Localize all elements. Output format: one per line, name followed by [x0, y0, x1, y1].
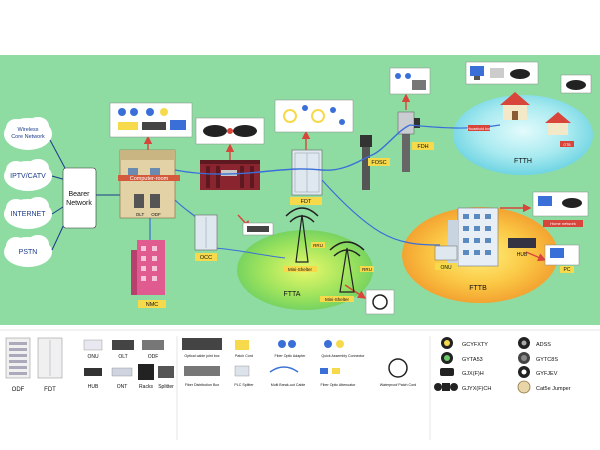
- household-box-bar: [468, 125, 490, 131]
- fosc-label: FOSC: [371, 160, 386, 166]
- fdt-cabinet: FDT: [290, 149, 323, 205]
- legend-gyta53: GYTA53: [462, 357, 483, 363]
- ftta-label: FTTA: [284, 291, 301, 298]
- legend-quick-connector-label: Quick Assembly Connector: [321, 354, 365, 358]
- cloud-wireless-line2: Core Network: [11, 134, 45, 140]
- legend-fdt-label: FDT: [44, 387, 56, 393]
- home-network-devices: Home network: [532, 191, 589, 227]
- legend-gjxh: GJX(F)H: [462, 371, 484, 377]
- pc-device: PC: [544, 244, 580, 273]
- home-network-label: Home network: [550, 221, 576, 226]
- cloud-iptv: IPTV/CATV: [4, 159, 52, 191]
- cloud-internet-label: INTERNET: [11, 211, 47, 218]
- ftth-house-2: [545, 112, 571, 135]
- legend-gytc8s: GYTC8S: [536, 357, 558, 363]
- occ-accessory: [242, 222, 274, 236]
- accessory-panel-3: [274, 99, 354, 133]
- cloud-internet: INTERNET: [4, 197, 52, 229]
- legend-cat5e: Cat5e Jumper: [536, 386, 571, 392]
- legend-equipment: ODF FDT ONU OLT ODF HUB ONT Racks Splitt…: [5, 337, 174, 393]
- fdt-label: FDT: [301, 199, 312, 205]
- legend-dist-box-label: Fiber Distribution Box: [185, 383, 220, 387]
- accessory-panel-1: [109, 102, 193, 138]
- legend-odf-label: ODF: [12, 387, 25, 393]
- cloud-links: [49, 139, 120, 251]
- legend-gyfjev: GYFJEV: [536, 371, 558, 377]
- main-cable: [174, 124, 411, 175]
- cable-to-fttb: [321, 179, 441, 246]
- ftta-accessory: [365, 289, 395, 315]
- cloud-wireless-core: Wireless Core Network: [4, 117, 52, 150]
- cloud-pstn: PSTN: [4, 235, 52, 267]
- legend-racks-label: Racks: [139, 384, 153, 390]
- household-box-label: Household box: [467, 127, 491, 131]
- fdh-label: FDH: [417, 144, 428, 150]
- ftth-devices: [465, 61, 592, 94]
- nmc-building: NMC: [131, 240, 166, 308]
- legend-attenuator-label: Fiber Optic Attenuator: [321, 383, 357, 387]
- accessory-panel-2: [195, 117, 265, 145]
- legend-adss: ADSS: [536, 342, 551, 348]
- odf-label: ODF: [151, 212, 161, 217]
- cloud-iptv-label: IPTV/CATV: [10, 173, 46, 180]
- legend-hub-label: HUB: [88, 384, 99, 390]
- nmc-label: NMC: [146, 302, 159, 308]
- legend-plc-label: PLC Splitter: [234, 383, 254, 387]
- ftth-label: FTTH: [514, 158, 532, 165]
- olt-label: OLT: [136, 212, 145, 217]
- legend-adapter-label: Fiber Optic Adapter: [275, 354, 307, 358]
- fttb-building: [448, 207, 499, 267]
- legend-accessories: Optical cable joint box Patch Cord Fiber…: [182, 338, 416, 387]
- cloud-wireless-line1: Wireless: [17, 127, 38, 133]
- fttb-label: FTTB: [469, 285, 487, 292]
- legend-splitter-label: Splitter: [158, 384, 174, 390]
- tower-1: RRU Mini-Shelter: [283, 207, 325, 272]
- legend-joint-box-label: Optical cable joint box: [184, 354, 219, 358]
- legend-patch-cord-label: Patch Cord: [235, 354, 253, 358]
- bearer-network-box: Bearer Network: [62, 167, 97, 229]
- legend-gcyfxty: GCYFXTY: [462, 342, 488, 348]
- otb-bar: [560, 141, 574, 147]
- callout-arrows: [143, 93, 547, 299]
- computer-room-building: Computer-room OLT ODF: [118, 149, 180, 219]
- hub-device: HUB: [508, 238, 536, 258]
- cloud-pstn-label: PSTN: [19, 249, 38, 256]
- tower-2: RRU Mini-Shelter: [320, 241, 374, 302]
- mini-shelter2-label: Mini-Shelter: [325, 297, 350, 302]
- legend-breakout-label: Multi Break-out Cable: [271, 383, 306, 387]
- onu-device: ONU: [434, 245, 458, 271]
- pc-label: PC: [564, 267, 571, 273]
- hub-label: HUB: [517, 252, 528, 258]
- computer-room-label: Computer-room: [130, 176, 169, 182]
- cable-occ-ftta: [214, 247, 286, 259]
- cable-to-ftth: [409, 124, 501, 129]
- rru1-label: RRU: [313, 243, 323, 248]
- legend-onu-label: ONU: [87, 354, 99, 360]
- onu-label: ONU: [440, 265, 452, 271]
- otb-label: OTB: [563, 143, 571, 147]
- mini-shelter1-label: Mini-Shelter: [288, 267, 313, 272]
- legend-odf2-label: ODF: [148, 354, 159, 360]
- legend-waterproof-label: Waterproof Patch Cord: [380, 383, 417, 387]
- legend-gjyxch: GJYX(F)CH: [462, 386, 491, 392]
- ftth-house-1: [500, 92, 530, 120]
- legend-ont-label: ONT: [117, 384, 128, 390]
- fdh-pole: FDH: [397, 111, 434, 172]
- rru2-label: RRU: [362, 267, 372, 272]
- occ-label: OCC: [200, 255, 212, 261]
- computer-room-label-bar: [118, 175, 180, 181]
- fosc-pole: FOSC: [360, 135, 390, 190]
- legend-olt-label: OLT: [118, 354, 127, 360]
- occ-cabinet: OCC: [194, 214, 218, 261]
- rack-equipment: [200, 160, 260, 190]
- legend-cables: GCYFXTY GYTA53 GJX(F)H GJYX(F)CH ADSS GY…: [434, 337, 571, 394]
- accessory-panel-4: [389, 67, 431, 95]
- bearer-line1: Bearer: [68, 191, 90, 198]
- bearer-line2: Network: [66, 200, 92, 207]
